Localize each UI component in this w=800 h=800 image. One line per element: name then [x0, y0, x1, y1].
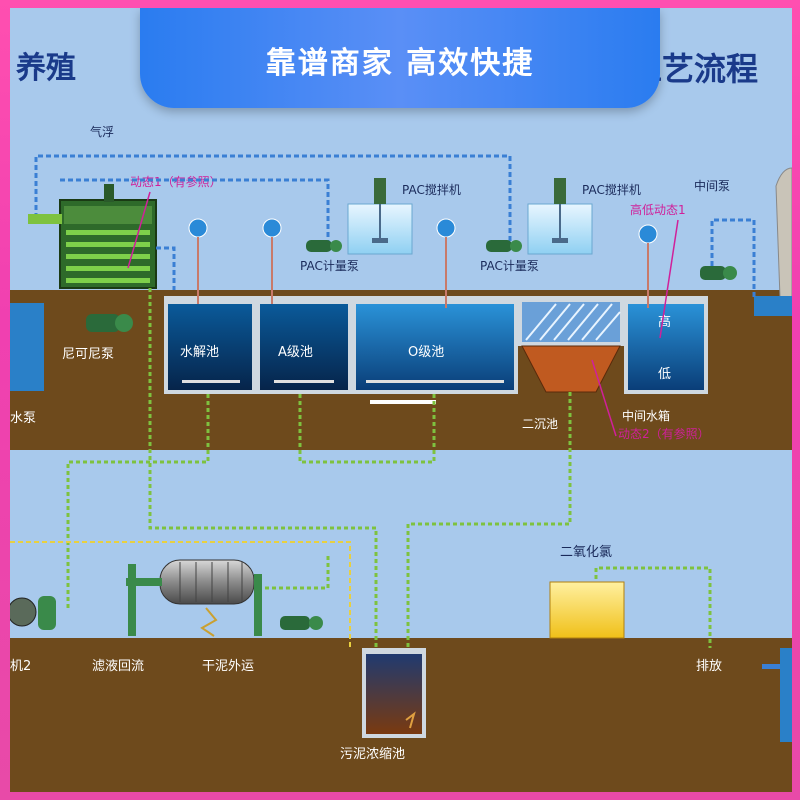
filter-press	[126, 559, 262, 637]
middle-pump	[700, 218, 756, 298]
label-di: 低	[658, 367, 671, 382]
chlorine-pipe	[594, 566, 712, 648]
machine-2	[10, 596, 56, 630]
o-tank	[352, 296, 518, 404]
secondary-clarifier	[518, 296, 624, 393]
label-ganni: 干泥外运	[202, 659, 254, 674]
discharge-outlet	[762, 648, 792, 742]
label-shui-pump: 水泵	[10, 411, 36, 426]
label-zhongjian-tank: 中间水箱	[622, 408, 670, 423]
banner-text: 靠谱商家 高效快捷	[265, 46, 535, 81]
pac-mixer-1	[347, 178, 413, 255]
diagram-svg: 养殖 工艺流程	[10, 8, 792, 792]
feed-pump	[280, 616, 323, 630]
label-dongtai2: 动态2（有参照）	[618, 426, 710, 441]
pac-meter-pump-2	[486, 240, 522, 252]
label-gao: 高	[658, 314, 671, 330]
air-pipe-top	[34, 154, 512, 248]
nikeni-pump	[86, 314, 133, 332]
hydrolysis-tank	[164, 296, 256, 394]
label-pac-mixer-2: PAC搅拌机	[582, 182, 641, 197]
label-eryanghualv: 二氧化氯	[560, 545, 612, 560]
sludge-pipes	[66, 288, 572, 648]
air-pipe-inner	[60, 178, 330, 248]
left-water-pit	[10, 303, 44, 391]
label-qifu: 气浮	[90, 124, 114, 139]
title-left: 养殖	[16, 51, 76, 86]
label-ji2: 机2	[10, 659, 31, 674]
label-o-tank: O级池	[408, 345, 444, 360]
label-erchen: 二沉池	[522, 417, 558, 431]
flotation-tank	[59, 184, 157, 289]
label-lvye: 滤液回流	[92, 659, 144, 674]
sludge-thickener	[362, 648, 426, 738]
label-pac-meter-1: PAC计量泵	[300, 259, 359, 273]
a-tank	[256, 296, 352, 394]
pac-mixer-2	[527, 178, 593, 255]
label-paifang: 排放	[696, 659, 722, 674]
probe-icons	[188, 218, 658, 308]
middle-water-tank	[624, 296, 708, 394]
promo-banner: 靠谱商家 高效快捷	[140, 8, 660, 108]
pointer-dongtai1	[127, 191, 151, 269]
return-pipe	[10, 541, 351, 648]
label-a-tank: A级池	[278, 345, 313, 360]
label-wuni: 污泥浓缩池	[340, 746, 405, 762]
pac-meter-pump-1	[306, 240, 342, 252]
process-diagram: 养殖 工艺流程	[10, 8, 792, 792]
label-pac-mixer-1: PAC搅拌机	[402, 182, 461, 197]
right-storage-tank	[754, 167, 792, 316]
chlorine-dioxide-tank	[549, 581, 625, 639]
label-pac-meter-2: PAC计量泵	[480, 259, 539, 273]
pipe-to-hydrolysis	[156, 246, 176, 290]
pointer-dongtai2	[591, 359, 617, 437]
inlet-valve	[28, 214, 62, 224]
label-gaodi-dongtai: 高低动态1	[630, 202, 686, 217]
label-shuijie: 水解池	[180, 345, 219, 360]
pointer-gaodi	[659, 219, 679, 339]
middle-sky	[10, 450, 792, 638]
label-nikeni-pump: 尼可尼泵	[62, 347, 114, 362]
label-middle-pump: 中间泵	[694, 178, 730, 193]
